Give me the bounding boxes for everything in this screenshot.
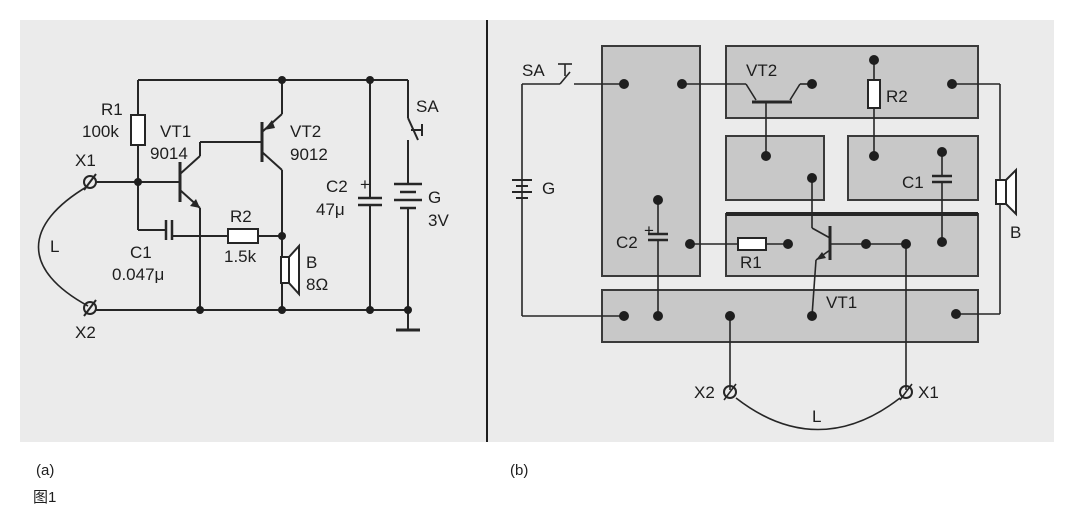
label-vt1: VT1 [160, 122, 191, 141]
label-c2-b: C2 [616, 233, 638, 252]
label-x2: X2 [75, 323, 96, 342]
label-c1-value: 0.047μ [112, 265, 164, 284]
terminal-x1-b [899, 385, 913, 399]
board-lower [725, 213, 979, 277]
label-vt2-b: VT2 [746, 61, 777, 80]
label-vt2-part: 9012 [290, 145, 328, 164]
board-middle-left [725, 135, 825, 201]
terminal-x1 [83, 175, 97, 189]
terminal-x2-b [723, 385, 737, 399]
terminal-x2 [83, 301, 97, 315]
label-r2-b: R2 [886, 87, 908, 106]
label-r1: R1 [101, 100, 123, 119]
label-vt1-part: 9014 [150, 144, 188, 163]
coil-l-arc-b [735, 397, 901, 431]
svg-text:+: + [360, 175, 370, 194]
speaker-b [280, 256, 290, 284]
switch-sa-b [559, 71, 571, 85]
label-vt1-b: VT1 [826, 293, 857, 312]
label-g-b: G [542, 179, 555, 198]
panel-a-schematic: R1 100k VT1 9014 VT2 9012 X1 X2 L C1 0.0… [37, 76, 449, 342]
label-x1: X1 [75, 151, 96, 170]
label-b: B [306, 253, 317, 272]
board-bottom [601, 289, 979, 343]
label-x2-b: X2 [694, 383, 715, 402]
label-sa-b: SA [522, 61, 545, 80]
label-g: G [428, 188, 441, 207]
label-vt2: VT2 [290, 122, 321, 141]
label-c1: C1 [130, 243, 152, 262]
r1-resistor [130, 114, 146, 146]
label-coil-l-b: L [812, 407, 821, 426]
board-top [725, 45, 979, 119]
label-r1-b: R1 [740, 253, 762, 272]
label-r1-value: 100k [82, 122, 119, 141]
label-coil-l: L [50, 237, 59, 256]
label-b-b: B [1010, 223, 1021, 242]
coil-l-arc [37, 185, 89, 307]
r2-resistor [227, 228, 259, 244]
label-c2: C2 [326, 177, 348, 196]
pads [619, 55, 961, 321]
label-r2-value: 1.5k [224, 247, 257, 266]
r1-resistor-b [737, 237, 767, 251]
speaker-b-b [995, 179, 1007, 205]
label-x1-b: X1 [918, 383, 939, 402]
figure-caption: 图1 [33, 489, 56, 506]
caption-b: (b) [510, 462, 528, 479]
label-r2: R2 [230, 207, 252, 226]
svg-text:+: + [644, 221, 654, 240]
label-c2-value: 47μ [316, 200, 345, 219]
label-sa: SA [416, 97, 439, 116]
panel-b-layout: SA G VT2 R2 C1 C2 + R1 VT1 B X2 X1 L [512, 45, 1021, 431]
label-g-value: 3V [428, 211, 449, 230]
r2-resistor-b [867, 79, 881, 109]
caption-a: (a) [36, 462, 54, 479]
label-c1-b: C1 [902, 173, 924, 192]
label-b-value: 8Ω [306, 275, 328, 294]
board-middle-right [847, 135, 979, 201]
